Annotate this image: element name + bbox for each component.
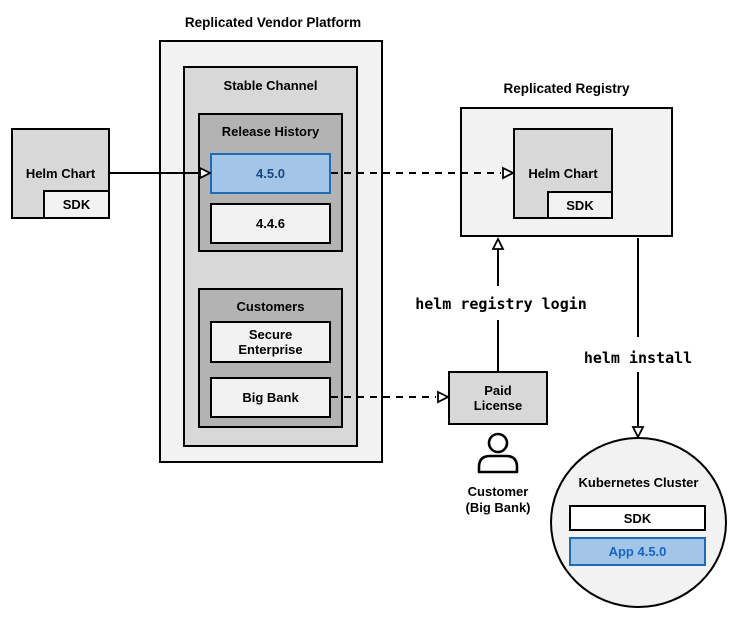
vendor-platform-title: Replicated Vendor Platform [184, 15, 362, 30]
person-icon [477, 432, 519, 474]
registry-title: Replicated Registry [503, 81, 630, 96]
source-helm-chart-label: Helm Chart [25, 166, 96, 181]
source-sdk-box: SDK [43, 190, 110, 219]
helm-registry-login-label: helm registry login [415, 295, 587, 313]
arrow-registry-to-cluster [631, 238, 645, 440]
customer-item-big-bank: Big Bank [210, 377, 331, 418]
registry-helm-chart-label: Helm Chart [528, 166, 598, 181]
helm-install-label: helm install [583, 349, 693, 367]
registry-sdk-box: SDK [547, 191, 613, 219]
customer-item-secure-enterprise: Secure Enterprise [210, 321, 331, 363]
release-item-4-5-0: 4.5.0 [210, 153, 331, 194]
paid-license-box: Paid License [448, 371, 548, 425]
cluster-app-box: App 4.5.0 [569, 537, 706, 566]
customers-label: Customers [236, 299, 305, 314]
cluster-sdk-box: SDK [569, 505, 706, 531]
release-item-4-4-6: 4.4.6 [210, 203, 331, 244]
stable-channel-label: Stable Channel [223, 78, 318, 93]
release-history-label: Release History [221, 124, 320, 139]
customer-label: Customer (Big Bank) [465, 484, 531, 515]
kubernetes-cluster-label: Kubernetes Cluster [578, 475, 699, 490]
